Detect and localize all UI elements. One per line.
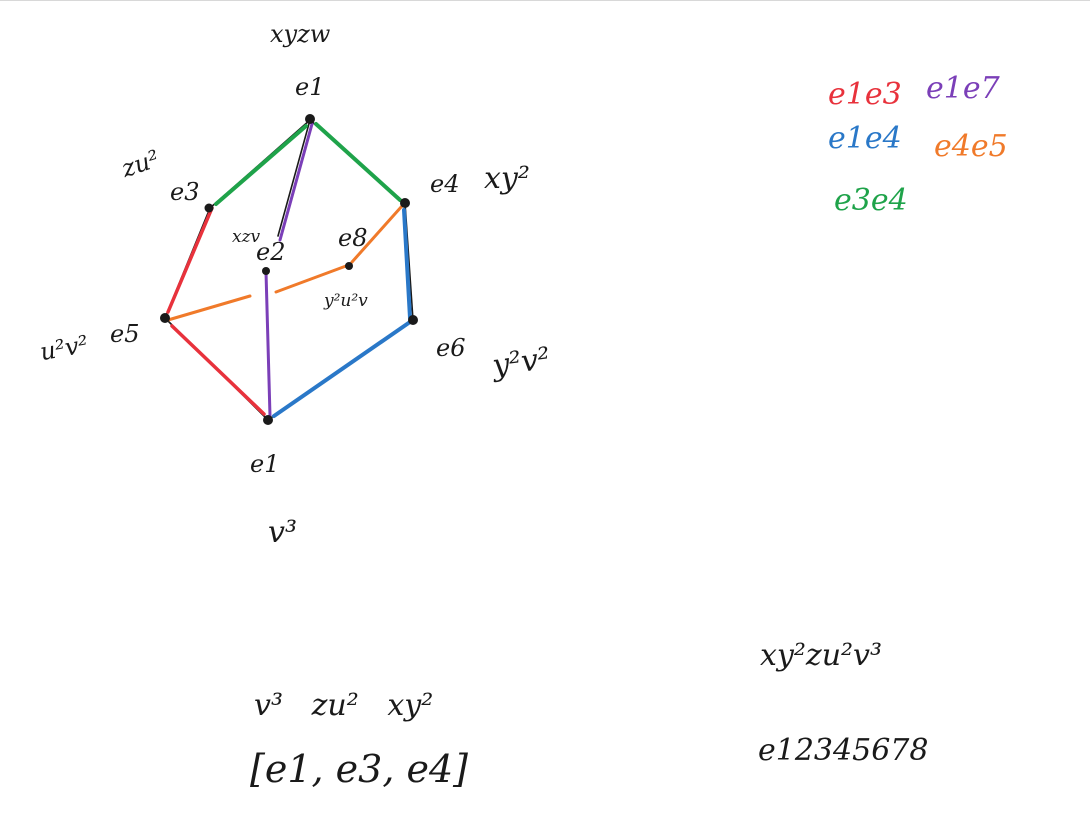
- legend-e4e5: e4e5: [934, 129, 1008, 164]
- monomial-top: xyzw: [270, 20, 331, 48]
- note-right-index: e12345678: [758, 733, 928, 768]
- vertex-right-lower: [408, 315, 418, 325]
- note-bottom-bracket: [e1, e3, e4]: [250, 747, 468, 791]
- vertex-left-lower: [160, 313, 170, 323]
- vertices: [160, 114, 418, 425]
- purple-edge-bottom: [264, 270, 272, 418]
- note-bottom-monomials: v³ zu² xy²: [254, 688, 433, 723]
- vertex-label-left-upper: e3: [170, 178, 199, 206]
- red-edge-upper: [166, 206, 214, 314]
- skeleton-edges: [164, 119, 414, 421]
- orange-edge-a: [166, 294, 252, 322]
- vertex-label-inner-right: e8: [338, 224, 367, 252]
- edge-color-legend: e1e3 e1e7 e1e4 e4e5 e3e4: [828, 71, 1008, 218]
- red-edge-lower: [170, 324, 266, 416]
- edge-top-inner: [277, 119, 311, 237]
- vertex-label-right-lower: e6: [436, 334, 465, 362]
- monomial-inner-right: y²u²v: [323, 291, 368, 311]
- vertex-bottom: [263, 415, 273, 425]
- vertex-label-left-lower: e5: [110, 320, 139, 348]
- vertex-label-right-upper: e4: [430, 170, 459, 198]
- vertex-label-bottom: e1: [250, 450, 279, 478]
- monomial-inner-left: xzv: [232, 227, 261, 247]
- monomial-right-upper: xy²: [484, 161, 530, 196]
- legend-e1e4: e1e4: [828, 121, 902, 156]
- vertex-label-inner-left: e2: [256, 238, 285, 266]
- vertex-label-top: e1: [295, 73, 324, 101]
- blue-edge-right: [402, 208, 412, 320]
- colored-edges: [166, 122, 412, 418]
- orange-edge-c: [350, 204, 404, 264]
- vertex-left-upper: [204, 203, 214, 213]
- blue-edge-bottom: [272, 320, 412, 418]
- monomial-left-upper: zu²: [117, 145, 162, 184]
- monomial-bottom: v³: [268, 515, 297, 550]
- note-right-product: xy²zu²v³: [760, 638, 882, 673]
- legend-e1e3: e1e3: [828, 77, 902, 112]
- legend-e3e4: e3e4: [834, 183, 908, 218]
- green-edge-left: [214, 124, 308, 206]
- monomial-right-lower: y²v²: [488, 341, 552, 384]
- purple-edge-top: [278, 122, 314, 242]
- vertex-top: [305, 114, 315, 124]
- orange-edge-b: [274, 264, 348, 294]
- vertex-right-upper: [400, 198, 410, 208]
- monomial-left-lower: u²v²: [38, 330, 90, 366]
- top-divider: [0, 0, 1090, 1]
- green-edge-right: [314, 122, 402, 202]
- vertex-inner-right: [345, 262, 353, 270]
- vertex-inner-left: [262, 267, 270, 275]
- legend-e1e7: e1e7: [926, 71, 1001, 106]
